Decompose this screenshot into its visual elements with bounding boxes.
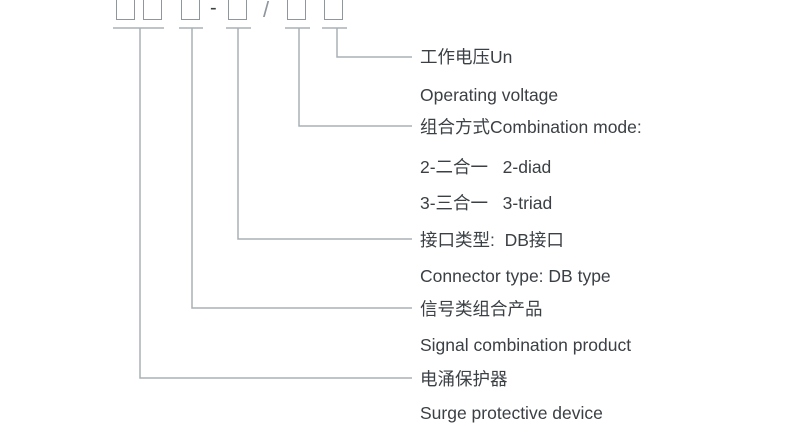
code-separator-slash: / [263, 0, 270, 22]
leader-operating-voltage [336, 28, 412, 58]
label-combination-option-2: 2-二合一 2-diad [420, 157, 552, 177]
label-combination-mode-zh: 组合方式Combination mode: [420, 117, 642, 137]
label-combination-option-3: 3-三合一 3-triad [420, 193, 553, 213]
label-connector-type-en: Connector type: DB type [420, 266, 611, 286]
label-signal-combination-en: Signal combination product [420, 335, 632, 355]
leader-combination-mode [298, 28, 412, 127]
code-box-3 [181, 0, 200, 20]
code-box-1 [116, 0, 135, 20]
label-operating-voltage-zh: 工作电压Un [420, 47, 513, 67]
code-box-4 [228, 0, 247, 20]
code-box-6 [324, 0, 343, 20]
code-box-2 [143, 0, 162, 20]
leader-connector-type [237, 28, 412, 240]
label-connector-type-zh: 接口类型: DB接口 [420, 230, 564, 250]
label-signal-combination-zh: 信号类组合产品 [420, 299, 543, 319]
code-box-5 [287, 0, 306, 20]
leader-signal-combination [191, 28, 412, 309]
label-operating-voltage-en: Operating voltage [420, 85, 559, 105]
label-surge-protective-zh: 电涌保护器 [420, 369, 508, 389]
label-surge-protective-en: Surge protective device [420, 403, 603, 423]
code-separator-dash: - [210, 0, 217, 19]
leader-surge-protective [139, 28, 412, 379]
